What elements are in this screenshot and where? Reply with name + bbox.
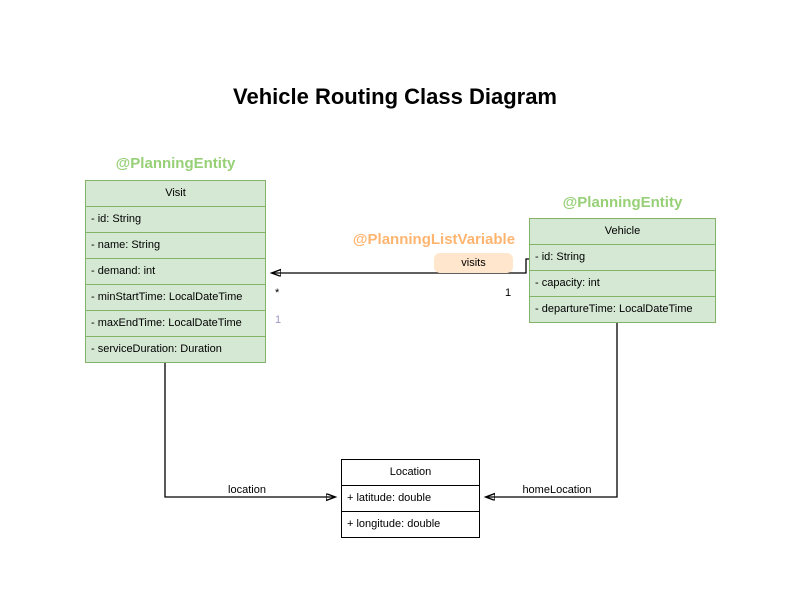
edge-label-visits[interactable]: visits [434,253,513,273]
edge-home-location-association[interactable] [486,322,618,497]
class-attribute: - id: String [530,244,715,270]
class-visit-name: Visit [165,187,186,199]
class-attribute: - id: String [86,206,265,232]
edge-location-association[interactable] [164,362,335,497]
multiplicity-visits-one: 1 [505,287,512,299]
multiplicity-visits-star: * [275,287,280,299]
class-vehicle[interactable]: Vehicle - id: String - capacity: int - d… [529,218,716,323]
class-attribute: - demand: int [86,258,265,284]
edge-label-location[interactable]: location [202,484,292,496]
class-attribute: - departureTime: LocalDateTime [530,296,715,322]
class-attribute: - capacity: int [530,270,715,296]
class-attribute: - name: String [86,232,265,258]
diagram-title: Vehicle Routing Class Diagram [233,84,557,109]
class-location-name: Location [389,466,432,478]
order-marker: 1 [275,314,282,326]
class-vehicle-name: Vehicle [604,225,641,237]
annotation-planning-list-variable[interactable]: @PlanningListVariable [352,231,516,248]
class-attribute: - serviceDuration: Duration [86,336,265,362]
class-attribute: + longitude: double [342,511,479,537]
class-attribute: + latitude: double [342,485,479,511]
class-visit[interactable]: Visit - id: String - name: String - dema… [85,180,266,363]
class-attribute: - maxEndTime: LocalDateTime [86,310,265,336]
edge-label-home-location[interactable]: homeLocation [512,484,602,496]
edge-visits-association[interactable] [272,258,529,273]
class-attribute: - minStartTime: LocalDateTime [86,284,265,310]
annotation-planning-entity-vehicle[interactable]: @PlanningEntity [562,194,683,211]
class-location[interactable]: Location + latitude: double + longitude:… [341,459,480,538]
annotation-planning-entity-visit[interactable]: @PlanningEntity [115,155,236,172]
